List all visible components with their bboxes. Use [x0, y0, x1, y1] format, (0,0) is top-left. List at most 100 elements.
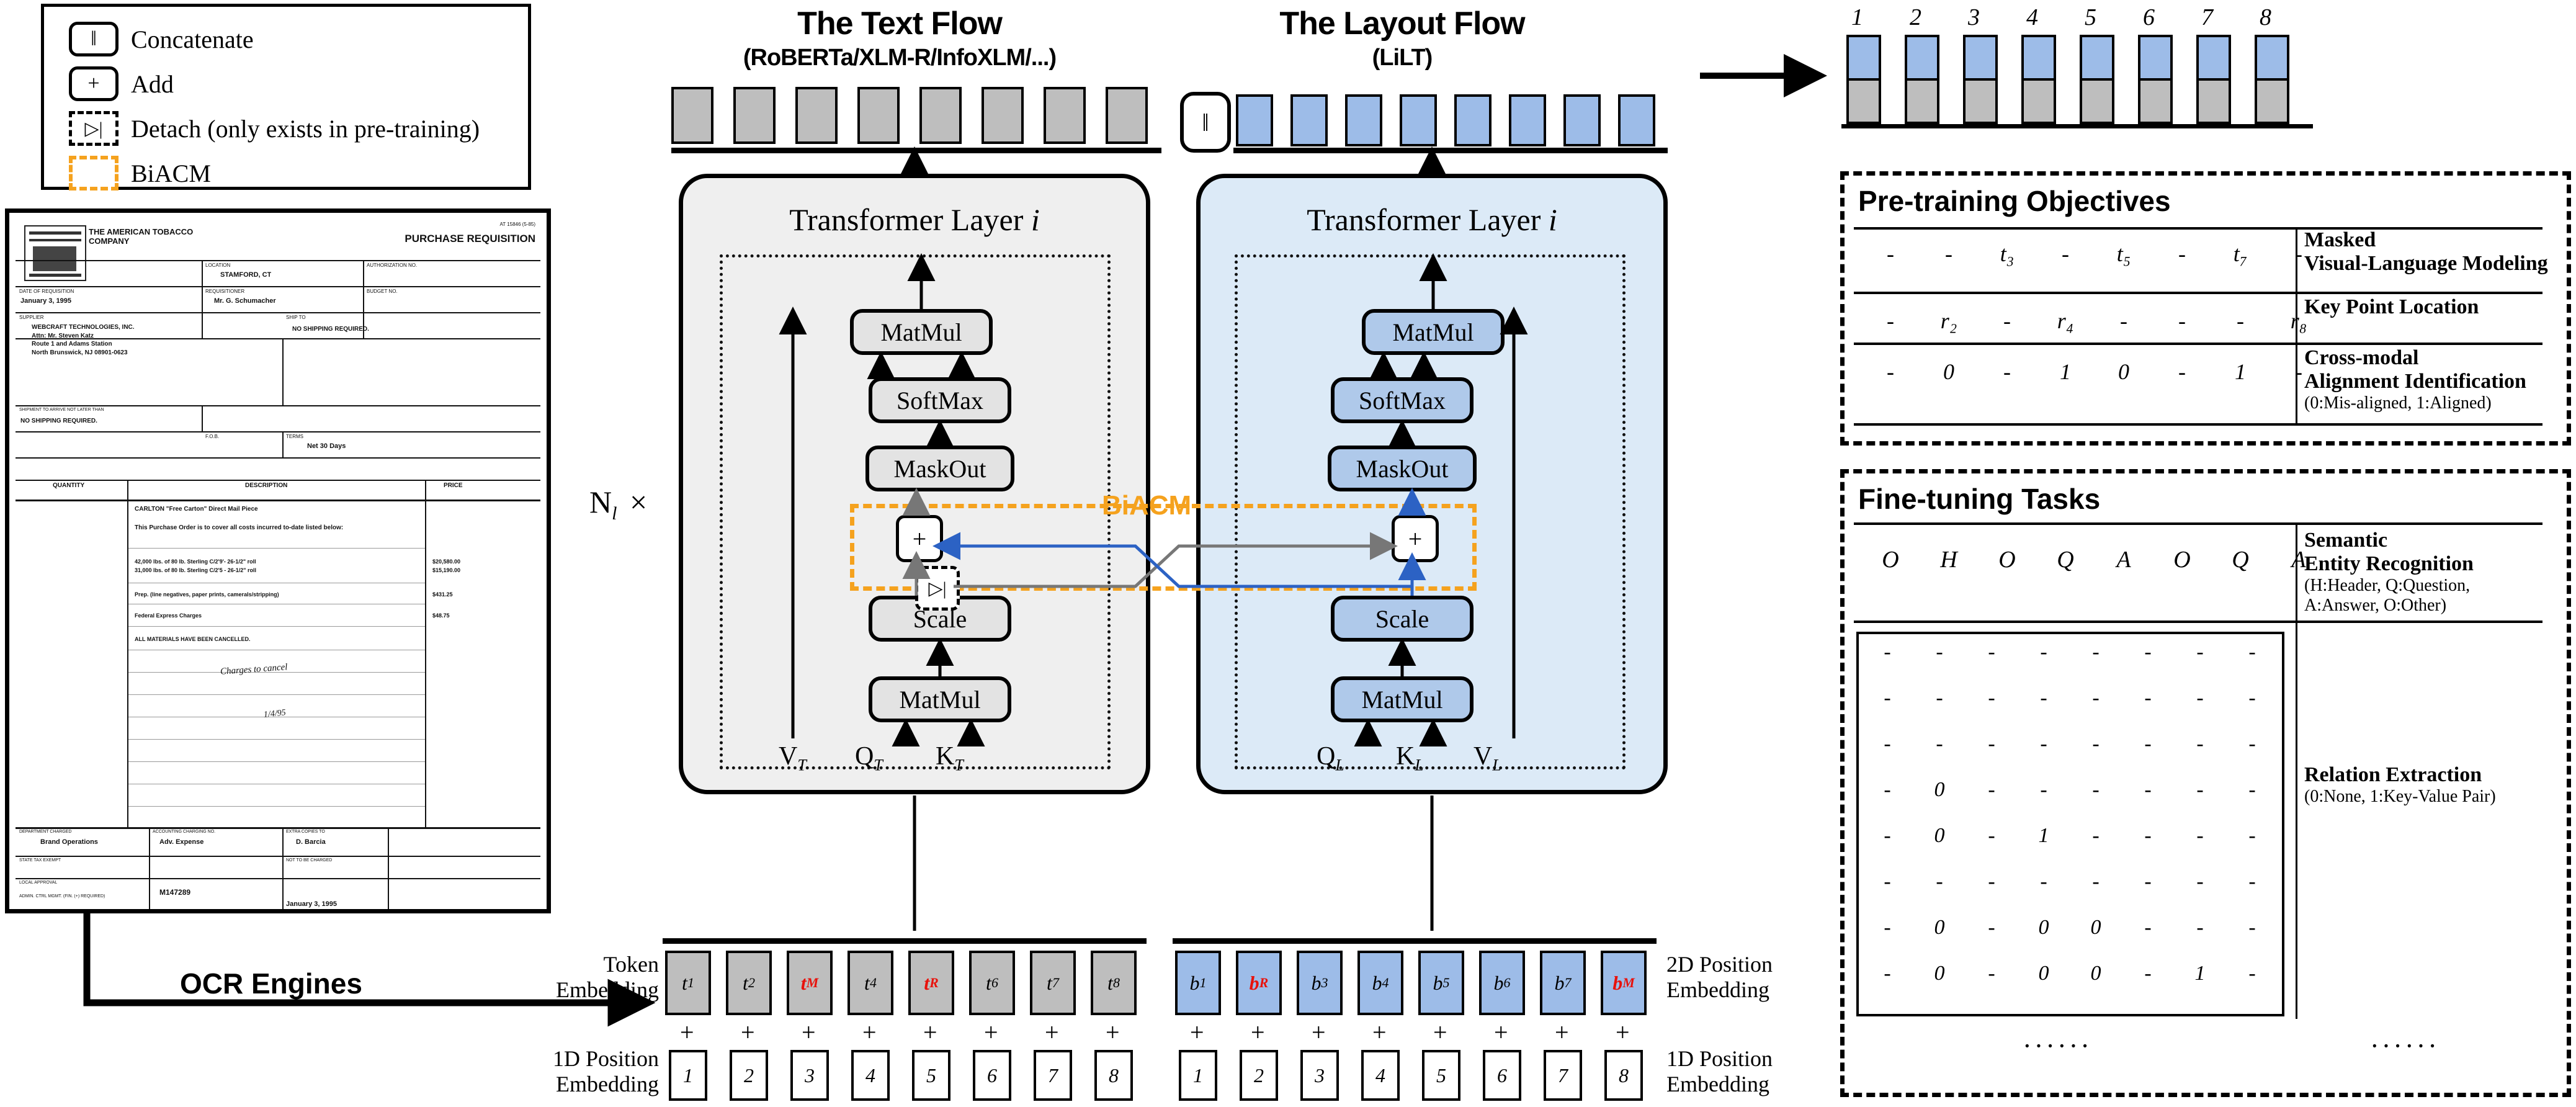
- re-cell: -: [2092, 870, 2100, 893]
- re-cell: -: [2248, 962, 2256, 985]
- text-pos-8: 8: [1094, 1050, 1133, 1101]
- pretraining-cell: -: [2003, 359, 2011, 384]
- doc-footer-label: DEPARTMENT CHARGED: [19, 830, 72, 834]
- document-company: THE AMERICAN TOBACCO COMPANY: [89, 228, 194, 246]
- re-cell: -: [1936, 640, 1943, 663]
- output-bar-index-7: 7: [2201, 4, 2213, 30]
- re-cell: -: [2144, 732, 2152, 755]
- doc-row-desc: Prep. (line negatives, paper prints, cam…: [135, 591, 279, 598]
- doc-field-label: AUTHORIZATION NO.: [367, 262, 418, 268]
- repeat-sub: l: [612, 503, 617, 524]
- pretraining-cell: -: [2178, 359, 2186, 384]
- text-pos-5: 5: [912, 1050, 950, 1101]
- text-pos-4: 4: [851, 1050, 890, 1101]
- pretraining-cell: t₇: [2233, 241, 2248, 266]
- text-panel-title-prefix: Transformer Layer: [789, 202, 1031, 237]
- output-bar-text-1: [1846, 81, 1881, 124]
- re-cell: -: [2196, 916, 2204, 939]
- text-flow-subtitle: (RoBERTa/XLM-R/InfoXLM/...): [743, 45, 1057, 71]
- add-symbol: +: [1433, 1018, 1447, 1046]
- doc-field-label: LOCATION: [205, 262, 231, 268]
- re-cell: -: [1988, 870, 1995, 893]
- position-label: 4: [1375, 1064, 1385, 1087]
- doc-field-value: STAMFORD, CT: [220, 271, 272, 279]
- text-pos-3: 3: [790, 1050, 829, 1101]
- position-label: 1: [1193, 1064, 1203, 1087]
- layout-input-k: KL: [1396, 742, 1424, 774]
- text-output-token: [733, 87, 776, 144]
- layout-output-token: [1345, 94, 1382, 146]
- doc-col-header: PRICE: [444, 482, 463, 489]
- layout-op-maskout: MaskOut: [1328, 446, 1477, 491]
- finetuning-divider: [1854, 621, 2542, 623]
- layout-input-v-sub: L: [1492, 756, 1501, 774]
- doc-field-value: Mr. G. Schumacher: [214, 297, 276, 305]
- text-input-q: QT: [855, 742, 883, 774]
- add-symbol: +: [1106, 1018, 1120, 1046]
- doc-row-desc: Federal Express Charges: [135, 612, 202, 619]
- layout-op-matmul-bottom: MatMul: [1331, 676, 1474, 722]
- re-cell: -: [2248, 732, 2256, 755]
- doc-field-label: DATE OF REQUISITION: [19, 289, 74, 294]
- re-cell: -: [2248, 870, 2256, 893]
- pretraining-vertical-divider: [2296, 227, 2297, 426]
- re-cell: -: [2196, 778, 2204, 801]
- re-cell: -: [1988, 916, 1995, 939]
- layout-pos-6: 6: [1483, 1050, 1521, 1101]
- legend-item-add: + Add: [69, 63, 528, 105]
- relation-extraction-matrix: [1856, 632, 2284, 1016]
- finetuning-title: Fine-tuning Tasks: [1858, 483, 2101, 515]
- re-cell: -: [1988, 824, 1995, 847]
- doc-footer-label: EXTRA COPIES TO: [286, 830, 325, 834]
- add-symbol: +: [1616, 1018, 1630, 1046]
- doc-footer-value: D. Barcia: [296, 838, 326, 846]
- re-cell: -: [1884, 732, 1891, 755]
- layout-output-token: [1509, 94, 1546, 146]
- text-flow-title: The Text Flow: [797, 6, 1003, 42]
- doc-field-label: SUPPLIER: [19, 315, 44, 320]
- layout-output-token: [1454, 94, 1491, 146]
- ellipsis-right: ······: [2370, 1031, 2440, 1061]
- add-icon: +: [69, 66, 119, 101]
- layout-input-k-sub: L: [1415, 756, 1424, 774]
- doc-footer-label: LOCAL APPROVAL: [19, 881, 58, 885]
- legend-item-biacm: BiACM: [69, 152, 528, 194]
- output-bar-index-6: 6: [2143, 4, 2155, 30]
- legend-box: ‖ Concatenate + Add ▷| Detach (only exis…: [41, 4, 531, 190]
- pos2d-embedding-label: 2D Position Embedding: [1666, 952, 1773, 1003]
- re-cell: -: [1988, 686, 1995, 709]
- text-input-k-sub: T: [954, 756, 964, 774]
- ser-note-line: A:Answer, O:Other): [2304, 595, 2447, 615]
- position-label: 8: [1619, 1064, 1629, 1087]
- layout-output-token: [1236, 94, 1273, 146]
- doc-shipto-value: NO SHIPPING REQUIRED.: [292, 326, 369, 333]
- output-bar-index-8: 8: [2260, 4, 2271, 30]
- ser-cell: A: [2291, 547, 2306, 573]
- pretraining-desc-line: Visual-Language Modeling: [2304, 252, 2548, 276]
- output-bar-layout-8: [2255, 35, 2289, 81]
- pretraining-panel: Pre-training Objectives: [1840, 171, 2571, 446]
- pretraining-row-divider: [1854, 343, 2542, 345]
- position-label: 5: [926, 1064, 936, 1087]
- re-cell: -: [2092, 732, 2100, 755]
- layout-input-q: QL: [1317, 742, 1344, 774]
- doc-row-desc: ALL MATERIALS HAVE BEEN CANCELLED.: [135, 636, 251, 642]
- doc-row-desc: This Purchase Order is to cover all cost…: [135, 524, 344, 531]
- concatenate-node: ‖: [1180, 92, 1231, 153]
- layout-output-token: [1290, 94, 1328, 146]
- legend-label-add: Add: [131, 69, 174, 98]
- layout-op-softmax: SoftMax: [1331, 377, 1474, 423]
- text-pos-7: 7: [1034, 1050, 1072, 1101]
- re-cell: -: [2196, 686, 2204, 709]
